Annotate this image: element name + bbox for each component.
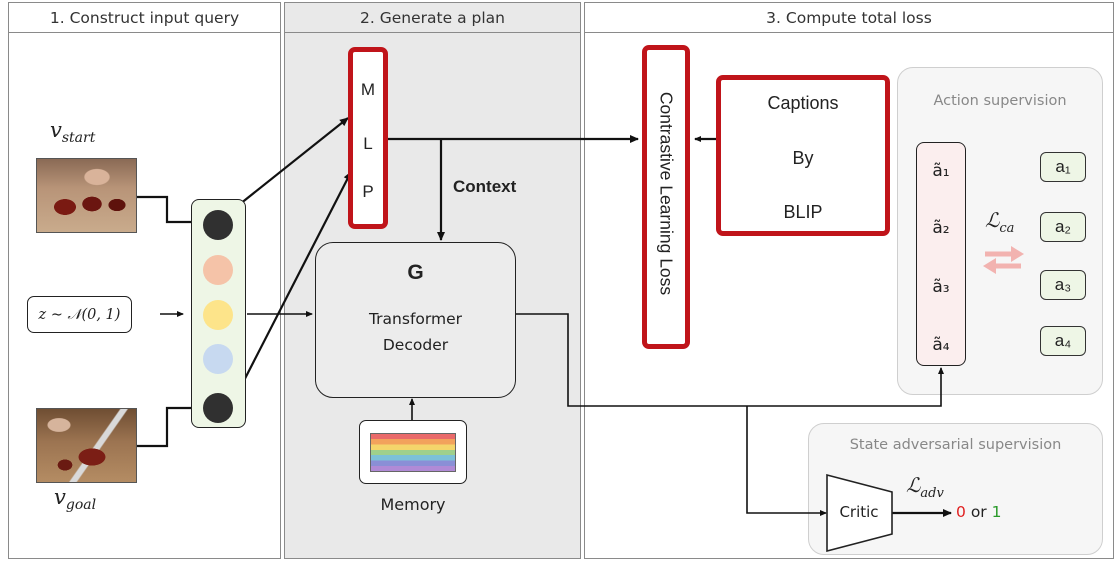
critic-output-one: 1 bbox=[991, 503, 1002, 521]
adversarial-loss-sub: adv bbox=[920, 486, 944, 501]
panel-title: 1. Construct input query bbox=[9, 3, 280, 33]
start-frame-label: vstart bbox=[50, 118, 95, 146]
target-action-4: a₄ bbox=[1040, 326, 1086, 356]
goal-frame-image bbox=[36, 408, 137, 483]
predicted-action-2: ã₂ bbox=[932, 218, 950, 238]
predicted-actions-column: ã₁ ã₂ ã₃ ã₄ bbox=[916, 142, 966, 366]
start-frame-image bbox=[36, 158, 137, 233]
generator-line2: Decoder bbox=[382, 336, 449, 354]
mlp-letter-p: P bbox=[362, 182, 374, 201]
transformer-decoder-box: G Transformer Decoder bbox=[315, 242, 516, 398]
action-supervision-title: Action supervision bbox=[933, 93, 1067, 109]
memory-box bbox=[359, 420, 467, 484]
panel-title: 3. Compute total loss bbox=[585, 3, 1113, 33]
captions-line3: BLIP bbox=[783, 202, 823, 222]
query-token-column bbox=[191, 199, 246, 428]
predicted-action-1: ã₁ bbox=[932, 161, 950, 181]
mlp-box: M L P bbox=[348, 47, 388, 229]
contrastive-loss-box: Contrastive Learning Loss bbox=[642, 45, 690, 349]
mlp-letter-m: M bbox=[360, 80, 376, 99]
panel-title: 2. Generate a plan bbox=[285, 3, 580, 33]
generator-line1: Transformer bbox=[368, 310, 462, 328]
adversarial-loss-symbol: ℒ bbox=[906, 473, 921, 497]
goal-frame-label: vgoal bbox=[54, 485, 96, 513]
critic-output-or: or bbox=[970, 503, 987, 521]
start-label-v: v bbox=[50, 118, 62, 142]
predicted-action-3: ã₃ bbox=[932, 277, 950, 297]
context-label: Context bbox=[453, 177, 517, 196]
mlp-letter-l: L bbox=[363, 134, 373, 153]
goal-label-v: v bbox=[54, 485, 66, 509]
action-loss-label: ℒca bbox=[985, 208, 1014, 236]
noise-input-box: z ∼ 𝒩(0, 1) bbox=[27, 296, 132, 333]
memory-label: Memory bbox=[380, 495, 446, 514]
target-action-1: a₁ bbox=[1040, 152, 1086, 182]
query-token-1 bbox=[203, 255, 233, 285]
predicted-action-4: ã₄ bbox=[932, 335, 950, 355]
state-supervision-region: State adversarial supervision bbox=[808, 423, 1103, 555]
critic-label: Critic bbox=[839, 503, 879, 521]
critic-shape bbox=[826, 474, 893, 552]
critic-output: 0 or 1 bbox=[956, 503, 1001, 521]
contrastive-loss-label: Contrastive Learning Loss bbox=[656, 91, 677, 296]
query-token-3 bbox=[203, 344, 233, 374]
captions-line1: Captions bbox=[767, 93, 839, 113]
generator-title: G bbox=[407, 261, 424, 284]
target-action-2: a₂ bbox=[1040, 212, 1086, 242]
action-loss-symbol: ℒ bbox=[985, 208, 1000, 232]
critic-output-zero: 0 bbox=[956, 503, 966, 521]
action-loss-sub: ca bbox=[999, 221, 1015, 236]
memory-stripes-icon bbox=[370, 433, 456, 472]
goal-label-sub: goal bbox=[65, 497, 97, 514]
loss-exchange-arrows bbox=[983, 246, 1024, 274]
query-token-2 bbox=[203, 300, 233, 330]
state-supervision-title: State adversarial supervision bbox=[849, 437, 1062, 453]
query-token-goal bbox=[203, 393, 233, 423]
query-token-start bbox=[203, 210, 233, 240]
captions-box: Captions By BLIP bbox=[716, 75, 890, 236]
start-label-sub: start bbox=[61, 130, 96, 147]
adversarial-loss-label: ℒadv bbox=[906, 473, 944, 501]
noise-label: z ∼ 𝒩(0, 1) bbox=[38, 306, 121, 323]
target-action-3: a₃ bbox=[1040, 270, 1086, 300]
captions-line2: By bbox=[792, 148, 814, 168]
